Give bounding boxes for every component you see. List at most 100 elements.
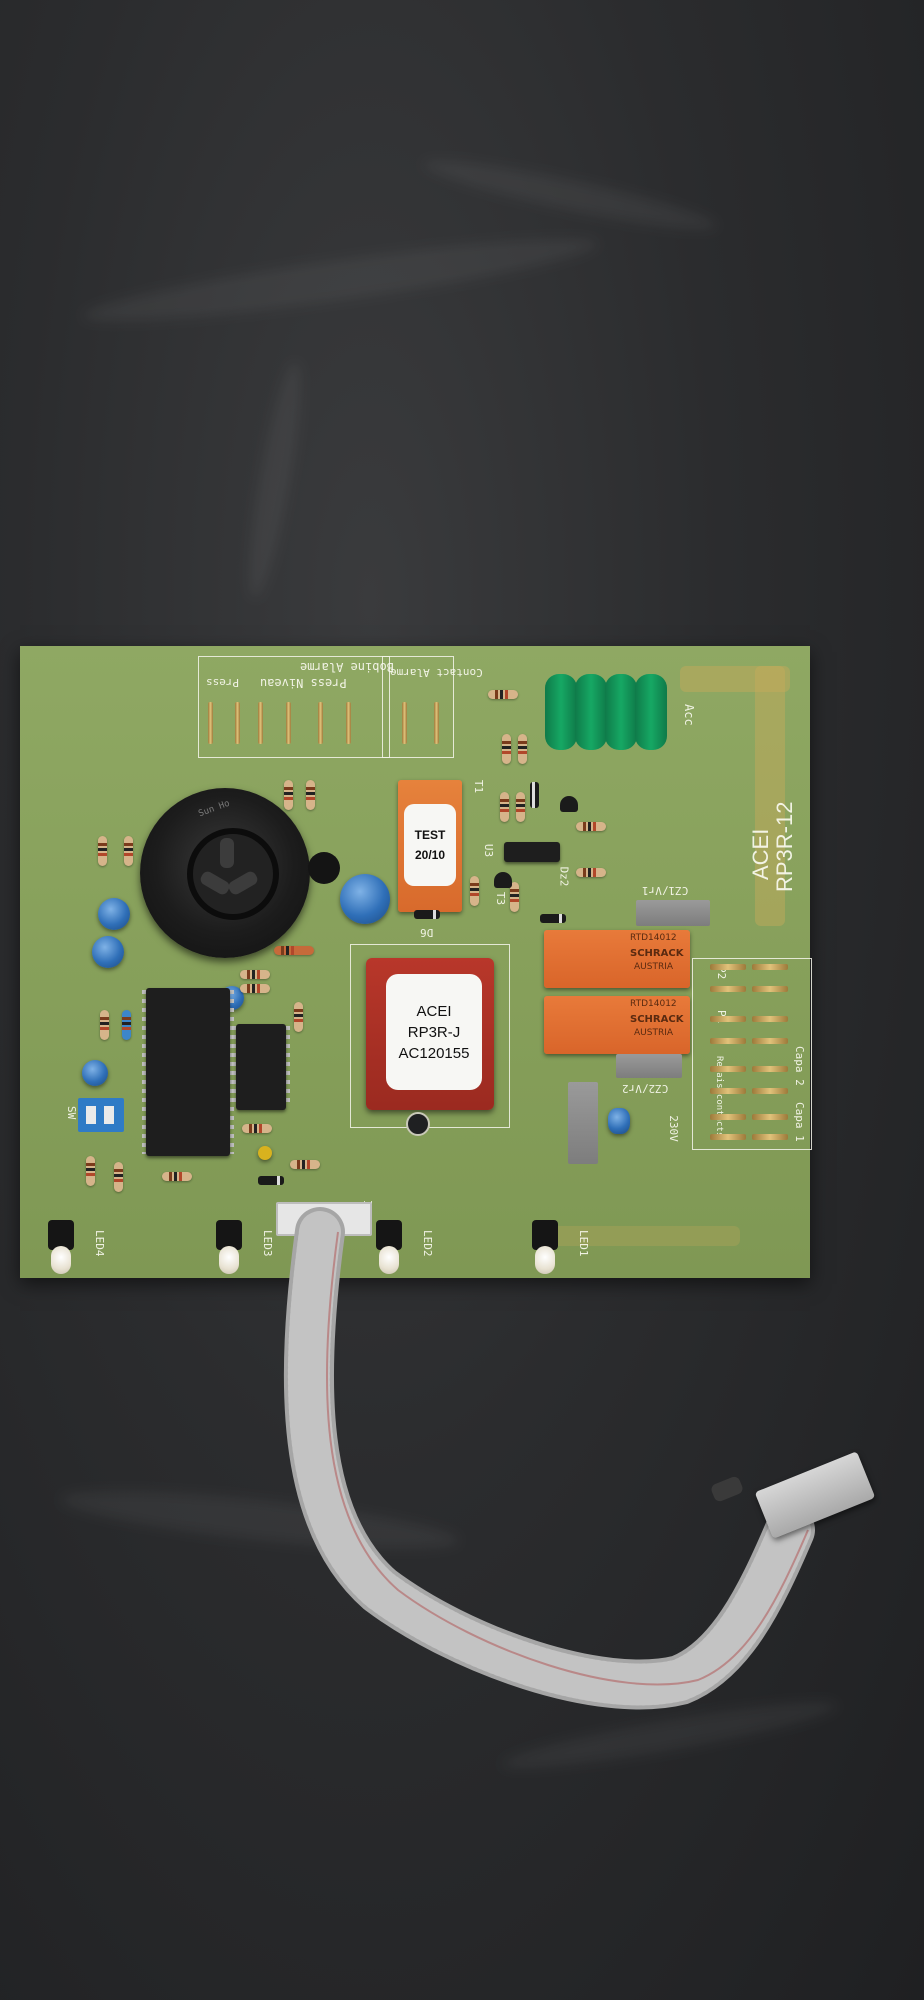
diode — [258, 1176, 284, 1185]
terminal-pin — [752, 1016, 788, 1022]
resistor — [502, 734, 511, 764]
diode — [530, 782, 539, 808]
resistor — [294, 1002, 303, 1032]
led-3 — [216, 1220, 242, 1274]
resistor — [124, 836, 133, 866]
copper-trace — [755, 666, 785, 926]
transformer-line1: ACEI — [416, 1002, 452, 1020]
copper-trace — [540, 1226, 740, 1246]
relay-1-model: RTD14012 — [630, 933, 677, 943]
terminal-pin — [752, 1134, 788, 1140]
x2-capacitor — [568, 1082, 598, 1164]
transformer-outline — [350, 944, 510, 1128]
electrolytic-capacitor — [92, 936, 124, 968]
resistor — [488, 690, 518, 699]
transformer-line2: RP3R-J — [407, 1023, 461, 1041]
test-sticker: TEST 20/10 — [404, 804, 456, 886]
terminal-pin — [752, 1114, 788, 1120]
header-outline — [198, 656, 390, 758]
resistor — [284, 780, 293, 810]
terminal-pin — [752, 1088, 788, 1094]
resistor — [510, 882, 519, 912]
voltage-regulator — [504, 842, 560, 862]
battery-pack — [545, 674, 673, 750]
buzzer: Sun Ho — [140, 788, 310, 958]
resistor — [98, 836, 107, 866]
header-outline — [382, 656, 454, 758]
resistor — [122, 1010, 131, 1040]
terminal-pin — [752, 986, 788, 992]
resistor — [518, 734, 527, 764]
relay-1: RTD14012 SCHRACK AUSTRIA — [544, 930, 690, 988]
header-pin — [346, 702, 351, 744]
terminal-pin — [710, 1038, 746, 1044]
terminal-pin — [710, 1114, 746, 1120]
transistor — [560, 796, 578, 812]
resistor — [162, 1172, 192, 1181]
resistor — [470, 876, 479, 906]
resistor — [240, 984, 270, 993]
led-2 — [376, 1220, 402, 1274]
dip-switch — [78, 1098, 124, 1132]
header-pin — [286, 702, 291, 744]
diode — [414, 910, 440, 919]
resistor — [500, 792, 509, 822]
header-pin — [208, 702, 213, 744]
diode — [540, 914, 566, 923]
led-4 — [48, 1220, 74, 1274]
led-1 — [532, 1220, 558, 1274]
resistor — [86, 1156, 95, 1186]
relay-1-sub: AUSTRIA — [634, 962, 674, 972]
logic-ic — [236, 1024, 286, 1110]
header-pin — [434, 702, 439, 744]
header-pin — [235, 702, 240, 744]
resistor — [576, 868, 606, 877]
microcontroller — [146, 988, 230, 1156]
relay-2-brand: SCHRACK — [630, 1014, 684, 1025]
relay-2: RTD14012 SCHRACK AUSTRIA — [544, 996, 690, 1054]
electrolytic-capacitor — [82, 1060, 108, 1086]
relay-2-sub: AUSTRIA — [634, 1028, 674, 1038]
terminal-pin — [752, 1038, 788, 1044]
header-pin — [402, 702, 407, 744]
terminal-pin — [710, 1088, 746, 1094]
header-pin — [258, 702, 263, 744]
buzzer-tab — [308, 852, 340, 884]
electrolytic-capacitor — [340, 874, 390, 924]
resistor — [242, 1124, 272, 1133]
test-sticker-line2: 20/10 — [414, 848, 446, 862]
transformer-line3: AC120155 — [398, 1044, 470, 1062]
resistor — [290, 1160, 320, 1169]
mounting-hole — [406, 1112, 430, 1136]
capacitor-block — [636, 900, 710, 926]
terminal-pin — [710, 1066, 746, 1072]
relay-1-brand: SCHRACK — [630, 948, 684, 959]
tantalum-capacitor — [258, 1146, 272, 1160]
resistor — [306, 780, 315, 810]
copper-trace — [680, 666, 790, 692]
resistor — [100, 1010, 109, 1040]
resistor — [240, 970, 270, 979]
relay-2-model: RTD14012 — [630, 999, 677, 1009]
terminal-pin — [752, 964, 788, 970]
transistor — [494, 872, 512, 888]
header-pin — [318, 702, 323, 744]
terminal-pin — [710, 1016, 746, 1022]
buzzer-blade — [220, 838, 234, 868]
transformer-sticker: ACEI RP3R-J AC120155 — [386, 974, 482, 1090]
test-sticker-line1: TEST — [414, 828, 446, 842]
resistor — [114, 1162, 123, 1192]
terminal-pin — [710, 986, 746, 992]
ceramic-capacitor — [608, 1108, 630, 1134]
terminal-pin — [752, 1066, 788, 1072]
resistor — [576, 822, 606, 831]
resistor — [516, 792, 525, 822]
capacitor-block — [616, 1054, 682, 1078]
terminal-pin — [710, 964, 746, 970]
electrolytic-capacitor — [98, 898, 130, 930]
resistor — [274, 946, 314, 955]
terminal-outline — [692, 958, 812, 1150]
terminal-pin — [710, 1134, 746, 1140]
